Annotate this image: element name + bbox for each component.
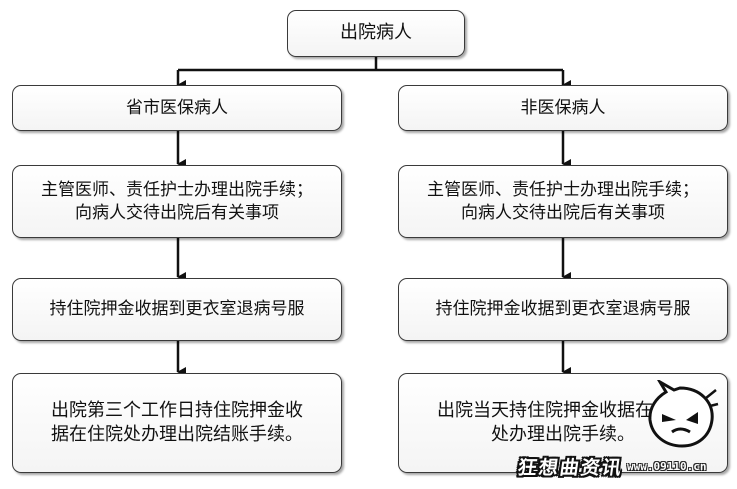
left-step-3-node: 出院第三个工作日持住院押金收 据在住院处办理出院结账手续。 [12,373,342,473]
watermark: 狂想曲资讯 www.09110.cn [516,448,730,484]
right-step-1-node: 主管医师、责任护士办理出院手续； 向病人交待出院后有关事项 [398,165,728,238]
left-header-node: 省市医保病人 [12,85,342,131]
right-step-2-node: 持住院押金收据到更衣室退病号服 [398,278,728,341]
left-header-label: 省市医保病人 [126,97,228,118]
watermark-brand: 狂想曲资讯 [516,456,625,479]
left-step-1-node: 主管医师、责任护士办理出院手续； 向病人交待出院后有关事项 [12,165,342,238]
root-node-label: 出院病人 [340,22,412,44]
left-step-3-line-1: 出院第三个工作日持住院押金收 [51,399,303,421]
right-step-3-line-2: 处办理出院手续。 [491,424,635,445]
right-step-2-line-1: 持住院押金收据到更衣室退病号服 [435,299,691,320]
right-step-1-line-2: 向病人交待出院后有关事项 [461,202,665,223]
right-step-1-line-1: 主管医师、责任护士办理出院手续； [427,179,699,200]
root-node: 出院病人 [287,10,465,57]
right-header-node: 非医保病人 [398,85,728,131]
left-step-1-line-2: 向病人交待出院后有关事项 [75,202,279,223]
left-step-2-node: 持住院押金收据到更衣室退病号服 [12,278,342,341]
left-step-2-line-1: 持住院押金收据到更衣室退病号服 [49,299,305,320]
left-step-1-line-1: 主管医师、责任护士办理出院手续； [41,179,313,200]
right-step-3-line-1: 出院当天持住院押金收据在住院 [437,399,689,421]
watermark-url: www.09110.cn [627,459,707,473]
left-step-3-line-2: 据在住院处办理出院结账手续。 [51,424,303,445]
mascot-icon [648,380,719,448]
right-header-label: 非医保病人 [520,97,606,118]
